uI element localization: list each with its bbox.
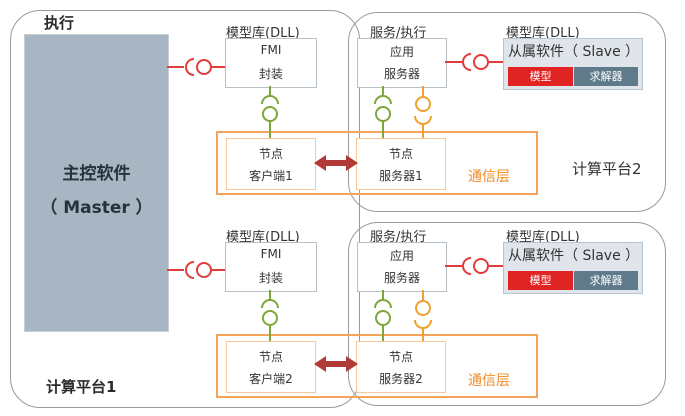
node-client-2: 节点 客户端2 [226, 341, 316, 393]
comm-layer-top [216, 131, 538, 195]
fmi-wrapper-box-top: FMI 封装 [225, 38, 317, 88]
comm-layer-bottom [216, 334, 538, 398]
app-server-box-bottom: 应用 服务器 [357, 242, 447, 292]
app-server-plug-green-bottom-icon [374, 290, 392, 341]
master-subtitle: （ Master ） [40, 198, 153, 218]
app-server-box-top: 应用 服务器 [357, 38, 447, 88]
solver-button[interactable]: 求解器 [574, 271, 638, 290]
node-server-1: 节点 服务器1 [356, 138, 446, 190]
master-title: 主控软件 [62, 164, 131, 184]
dll2-label-bottom: 模型库(DLL) [506, 230, 580, 245]
model-button[interactable]: 模型 [508, 271, 573, 290]
master-fmi-plug-bottom-icon [167, 261, 225, 279]
app-server-plug-orange-bottom-icon [414, 290, 432, 341]
dll-label-bottom: 模型库(DLL) [226, 230, 300, 245]
dll-label-top: 模型库(DLL) [226, 26, 300, 41]
wrapper-label: 封装 [258, 67, 283, 81]
fmi-wrapper-box-bottom: FMI 封装 [225, 242, 317, 292]
slave-title: 从属软件（ Slave ） [508, 248, 640, 264]
execute-label: 执行 [44, 14, 75, 32]
server-label: 服务器2 [379, 372, 423, 386]
node-client-1: 节点 客户端1 [226, 138, 316, 190]
dll2-label-top: 模型库(DLL) [506, 26, 580, 41]
slave-box-top: 从属软件（ Slave ） 模型 求解器 [503, 38, 643, 90]
solver-button[interactable]: 求解器 [574, 67, 638, 86]
service-exec-label-top: 服务/执行 [370, 26, 427, 41]
server-label: 服务器 [383, 271, 420, 285]
comm-layer-label-top: 通信层 [468, 169, 510, 185]
fmi-label: FMI [260, 247, 282, 261]
server-label: 服务器1 [379, 169, 423, 183]
fmi-client-plug-top-icon [261, 86, 279, 138]
wrapper-label: 封装 [258, 271, 283, 285]
master-fmi-plug-top-icon [167, 58, 225, 76]
fmi-client-plug-bottom-icon [261, 290, 279, 341]
master-software-box: 主控软件 （ Master ） [24, 34, 169, 332]
client-label: 客户端2 [249, 372, 293, 386]
slave-box-bottom: 从属软件（ Slave ） 模型 求解器 [503, 242, 643, 294]
app-label: 应用 [389, 45, 414, 59]
client-label: 客户端1 [249, 169, 293, 183]
bidirectional-arrow-bottom-icon [314, 356, 358, 372]
app-label: 应用 [389, 249, 414, 263]
model-button[interactable]: 模型 [508, 67, 573, 86]
app-server-plug-green-top-icon [374, 86, 392, 138]
node-server-2: 节点 服务器2 [356, 341, 446, 393]
bidirectional-arrow-top-icon [314, 155, 358, 171]
node-label: 节点 [388, 147, 413, 161]
slave-plug-bottom-icon [445, 257, 503, 275]
slave-plug-top-icon [445, 53, 503, 71]
slave-title: 从属软件（ Slave ） [508, 44, 640, 60]
node-label: 节点 [258, 350, 283, 364]
app-server-plug-orange-top-icon [414, 86, 432, 138]
service-exec-label-bottom: 服务/执行 [370, 230, 427, 245]
node-label: 节点 [258, 147, 283, 161]
comm-layer-label-bottom: 通信层 [468, 373, 510, 389]
platform-1-container [10, 10, 360, 408]
platform-2-label: 计算平台2 [572, 160, 642, 178]
fmi-label: FMI [260, 43, 282, 57]
node-label: 节点 [388, 350, 413, 364]
platform-1-label: 计算平台1 [46, 378, 117, 396]
server-label: 服务器 [383, 67, 420, 81]
